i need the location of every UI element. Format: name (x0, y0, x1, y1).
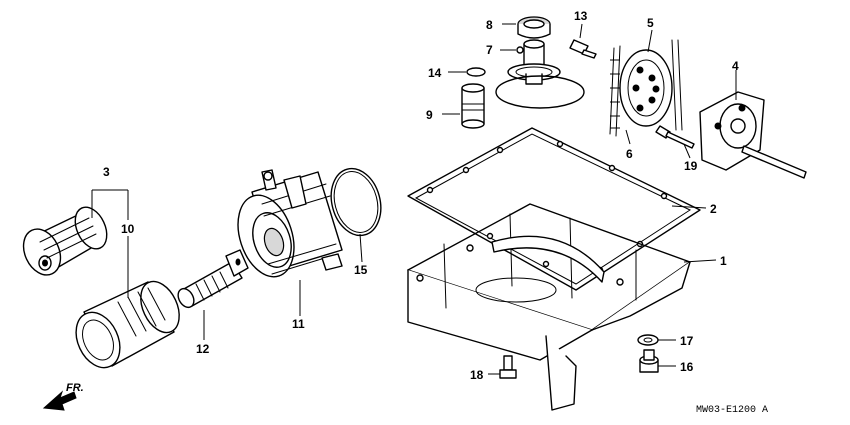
callout-8: 8 (486, 18, 493, 32)
callout-2: 2 (710, 202, 717, 216)
sealing-washer (637, 334, 659, 346)
drain-bolt (639, 349, 659, 373)
center-bolt (177, 249, 249, 309)
callout-15: 15 (354, 263, 368, 277)
callout-14: 14 (428, 66, 442, 80)
oil-filter-element (22, 206, 108, 276)
oil-pump-drive-chain (609, 39, 683, 137)
callout-labels: 1 2 3 4 5 6 7 8 9 10 11 12 13 14 15 16 1… (103, 9, 739, 382)
callout-6: 6 (626, 147, 633, 161)
oil-filter (75, 280, 180, 369)
callout-9: 9 (426, 108, 433, 122)
callout-10: 10 (121, 222, 135, 236)
o-ring-large (330, 167, 382, 237)
bolt-19 (655, 125, 695, 149)
oil-cap (517, 16, 551, 39)
oil-pan-gasket (407, 127, 701, 291)
bolt-13 (569, 39, 597, 59)
callout-4: 4 (732, 59, 739, 73)
front-direction-indicator: FR. (42, 382, 84, 411)
callout-7: 7 (486, 43, 493, 57)
oil-pump (699, 91, 807, 179)
bolt-18 (499, 355, 517, 379)
oil-cooler (237, 169, 343, 278)
callout-16: 16 (680, 360, 694, 374)
figure-code: MW03-E1200 A (696, 405, 768, 416)
front-direction-label: FR. (66, 382, 84, 394)
o-ring-small (466, 67, 486, 77)
callout-18: 18 (470, 368, 484, 382)
oil-pump-sprocket (619, 49, 673, 127)
callout-17: 17 (680, 334, 694, 348)
callout-19: 19 (684, 159, 698, 173)
callout-1: 1 (720, 254, 727, 268)
callout-3: 3 (103, 165, 110, 179)
leader-lines (91, 23, 737, 375)
callout-13: 13 (574, 9, 588, 23)
oil-pipe (507, 39, 561, 85)
pipe-joint (461, 83, 485, 129)
callout-12: 12 (196, 342, 210, 356)
callout-11: 11 (292, 317, 305, 331)
callout-5: 5 (647, 16, 654, 30)
o-ring-strainer (495, 75, 585, 109)
front-arrow-icon (42, 390, 77, 411)
oil-pan (407, 203, 691, 411)
